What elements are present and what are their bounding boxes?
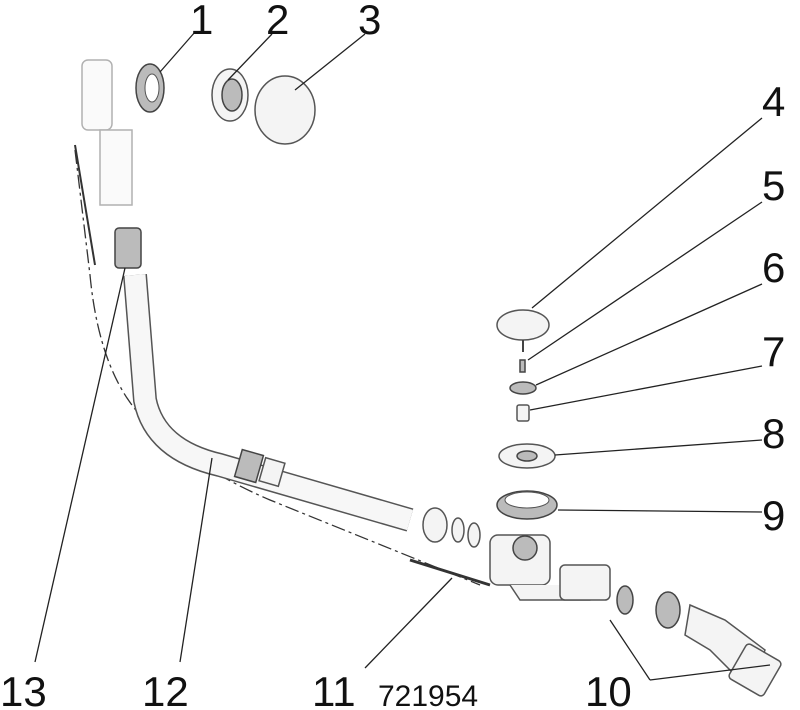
overflow-elbow [81,59,133,206]
part-11-cable-end [409,558,491,587]
label-part-5: 5 [762,162,785,209]
article-number: 721954 [378,680,478,710]
part-6-washer [509,381,537,395]
label-part-12: 12 [142,668,189,710]
label-part-11: 11 [312,668,356,710]
label-part-4: 4 [762,78,785,125]
part-3-overflow-cap [254,75,316,145]
label-part-6: 6 [762,244,785,291]
leader-lines [34,31,771,681]
part-2-overflow-grate [211,68,249,122]
drain-body [489,534,611,601]
part-5-screw [519,359,526,373]
part-9-seal [496,490,558,520]
part-7-insert [516,404,530,422]
part-10-outlet-elbow [616,585,782,697]
label-part-7: 7 [762,328,785,375]
label-part-8: 8 [762,410,785,457]
label-part-9: 9 [762,492,785,539]
part-1-seal-ring [135,63,165,113]
label-part-3: 3 [358,0,381,43]
part-8-strainer [498,443,556,469]
pipe-sleeve [114,227,142,269]
part-4-plug-head [496,309,550,352]
label-part-10: 10 [585,668,632,710]
bowden-cable-end [74,144,96,266]
label-part-1: 1 [190,0,213,43]
label-part-13: 13 [0,668,47,710]
part-12-overflow-pipe [123,274,414,532]
label-part-2: 2 [266,0,289,43]
pipe-fittings [422,507,481,548]
